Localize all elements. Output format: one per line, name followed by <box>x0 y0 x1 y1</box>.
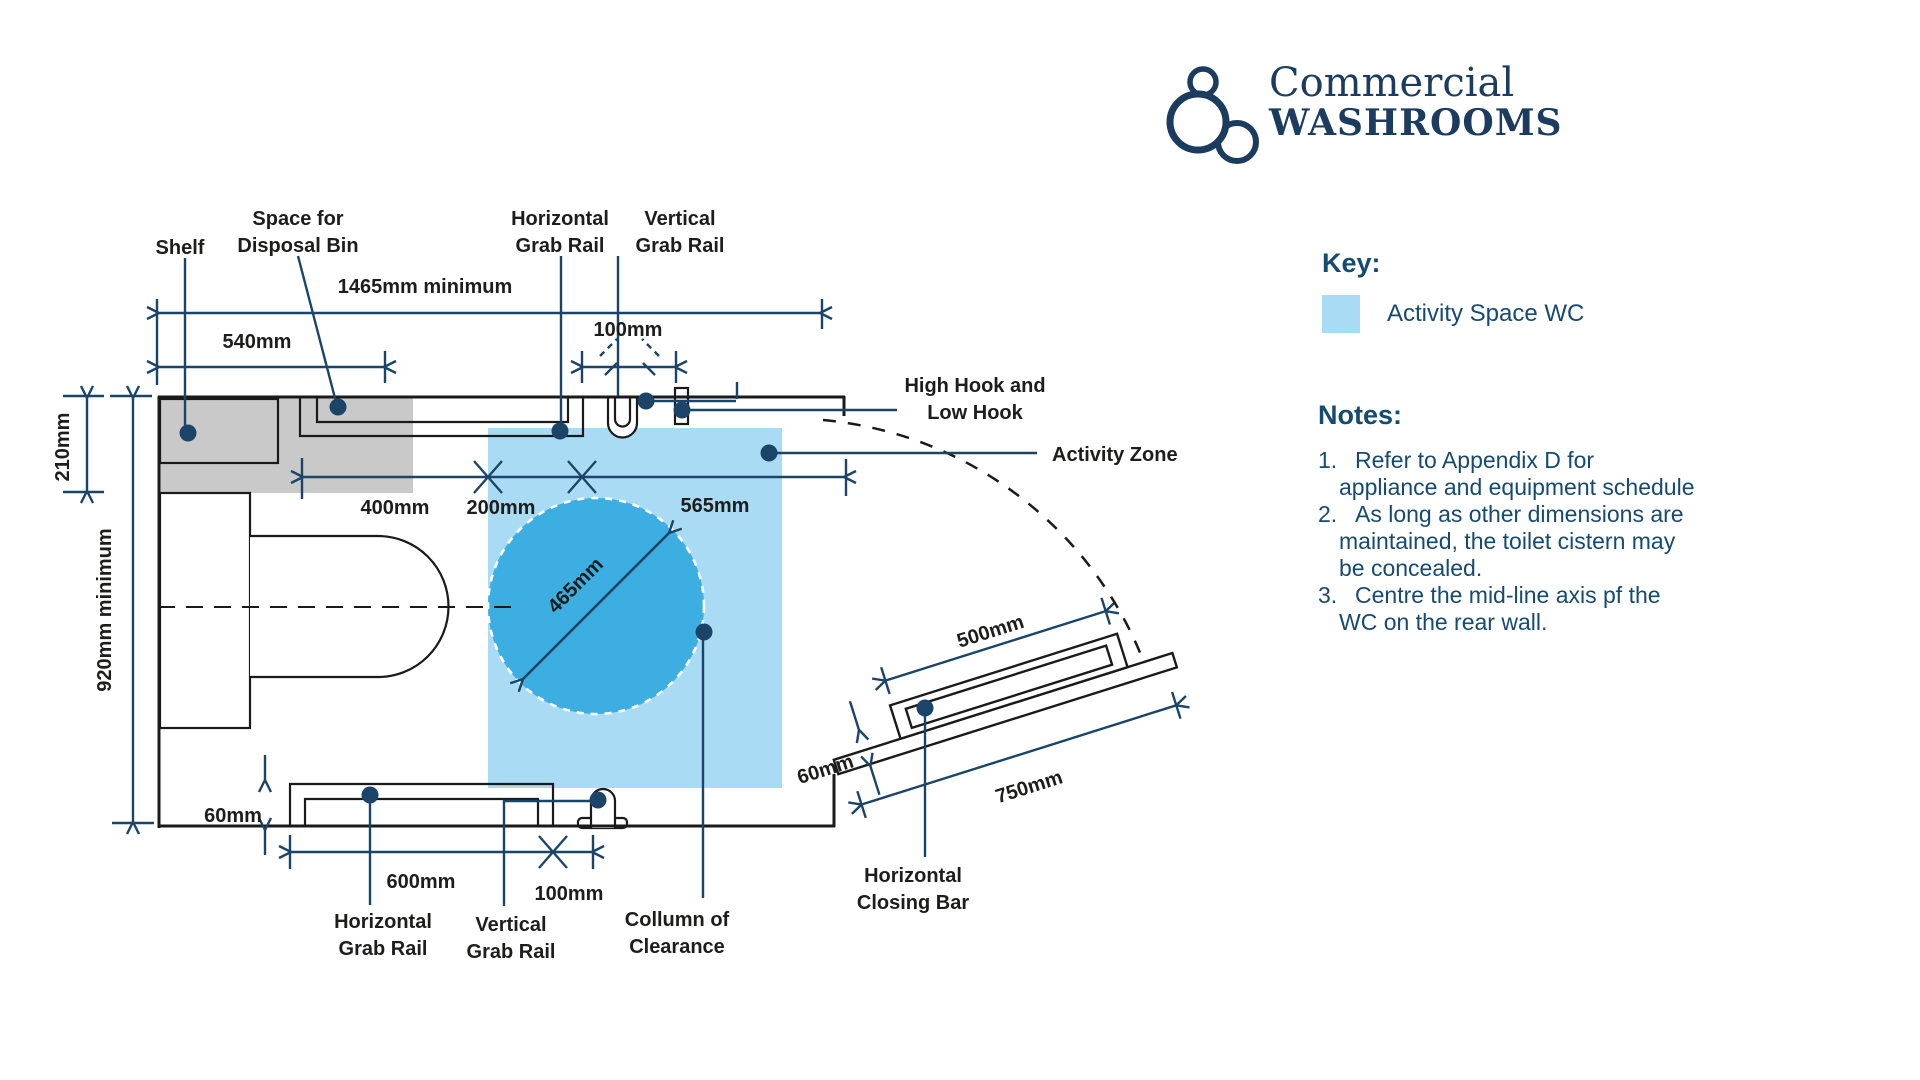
turning-circle: 465mm <box>486 496 706 716</box>
dim-shelf-depth: 210mm <box>52 413 74 482</box>
brand: Commercial WASHROOMS <box>1163 62 1563 166</box>
key-title: Key: <box>1322 248 1381 278</box>
dim-wc-offset: 400mm <box>361 497 430 519</box>
horizontal-grab-rail-bottom <box>288 782 555 827</box>
dim-door-gap: 60mm <box>795 751 857 789</box>
key-label: Activity Space WC <box>1387 300 1585 327</box>
note-item: 1.Refer to Appendix D for appliance and … <box>1318 447 1696 501</box>
label-closing-bar-1: Horizontal <box>864 865 962 887</box>
label-closing-bar-2: Closing Bar <box>857 892 969 914</box>
dim-hook-spacing: 100mm <box>594 319 663 341</box>
note-item: 2.As long as other dimensions are mainta… <box>1318 501 1696 582</box>
key-swatch <box>1322 295 1360 333</box>
label-hgr-top-2: Grab Rail <box>516 235 605 257</box>
brand-line1: Commercial <box>1269 60 1515 106</box>
dim-rail-end-offset: 100mm <box>535 883 604 905</box>
leader-dots <box>179 392 934 809</box>
key: Key: Activity Space WC <box>1322 248 1584 333</box>
leader-lines <box>183 255 1037 906</box>
brand-name: Commercial WASHROOMS <box>1269 62 1563 142</box>
door-swing-arc <box>822 418 1143 656</box>
label-column-1: Collumn of <box>625 909 730 931</box>
label-column-2: Clearance <box>629 936 725 958</box>
dim-room-width: 1465mm minimum <box>338 276 513 298</box>
label-vgr-top-1: Vertical <box>644 208 715 230</box>
label-vgr-top-2: Grab Rail <box>636 235 725 257</box>
dim-room-depth: 920mm minimum <box>94 528 116 691</box>
wc-cistern <box>158 491 252 730</box>
vertical-grab-rail-top <box>606 398 639 439</box>
notes: Notes: 1.Refer to Appendix D for applian… <box>1318 400 1696 636</box>
label-disposal-1: Space for <box>252 208 343 230</box>
label-hgr-bottom-1: Horizontal <box>334 911 432 933</box>
note-number: 3. <box>1318 582 1338 608</box>
note-item: 3.Centre the mid-line axis pf the WC on … <box>1318 582 1696 636</box>
note-number: 2. <box>1318 501 1338 527</box>
dim-rail-gap: 60mm <box>204 805 262 827</box>
dim-door-width: 750mm <box>993 766 1065 808</box>
note-text: Refer to Appendix D for appliance and eq… <box>1339 447 1695 500</box>
dim-rail-length: 600mm <box>387 871 456 893</box>
brand-line2: WASHROOMS <box>1269 102 1563 144</box>
notes-title: Notes: <box>1318 400 1403 430</box>
bubbles-logo-icon <box>1166 66 1259 164</box>
label-disposal-2: Disposal Bin <box>237 235 358 257</box>
label-hgr-top-1: Horizontal <box>511 208 609 230</box>
dimension-lines <box>63 299 846 869</box>
shelf-grey-area <box>160 398 413 493</box>
label-shelf: Shelf <box>156 237 205 259</box>
note-text: Centre the mid-line axis pf the WC on th… <box>1339 582 1661 635</box>
dim-shelf-width: 540mm <box>223 331 292 353</box>
horizontal-grab-rail-top <box>298 398 585 438</box>
note-text: As long as other dimensions are maintain… <box>1339 501 1684 581</box>
label-activity-zone: Activity Zone <box>1052 444 1178 466</box>
dim-zone-offset: 200mm <box>467 497 536 519</box>
label-vgr-bottom-2: Grab Rail <box>467 941 556 963</box>
dim-zone-width: 565mm <box>681 495 750 517</box>
label-hgr-bottom-2: Grab Rail <box>339 938 428 960</box>
label-hooks-2: Low Hook <box>927 402 1023 424</box>
label-hooks-1: High Hook and <box>904 375 1045 397</box>
label-vgr-bottom-1: Vertical <box>475 914 546 936</box>
note-number: 1. <box>1318 447 1338 473</box>
